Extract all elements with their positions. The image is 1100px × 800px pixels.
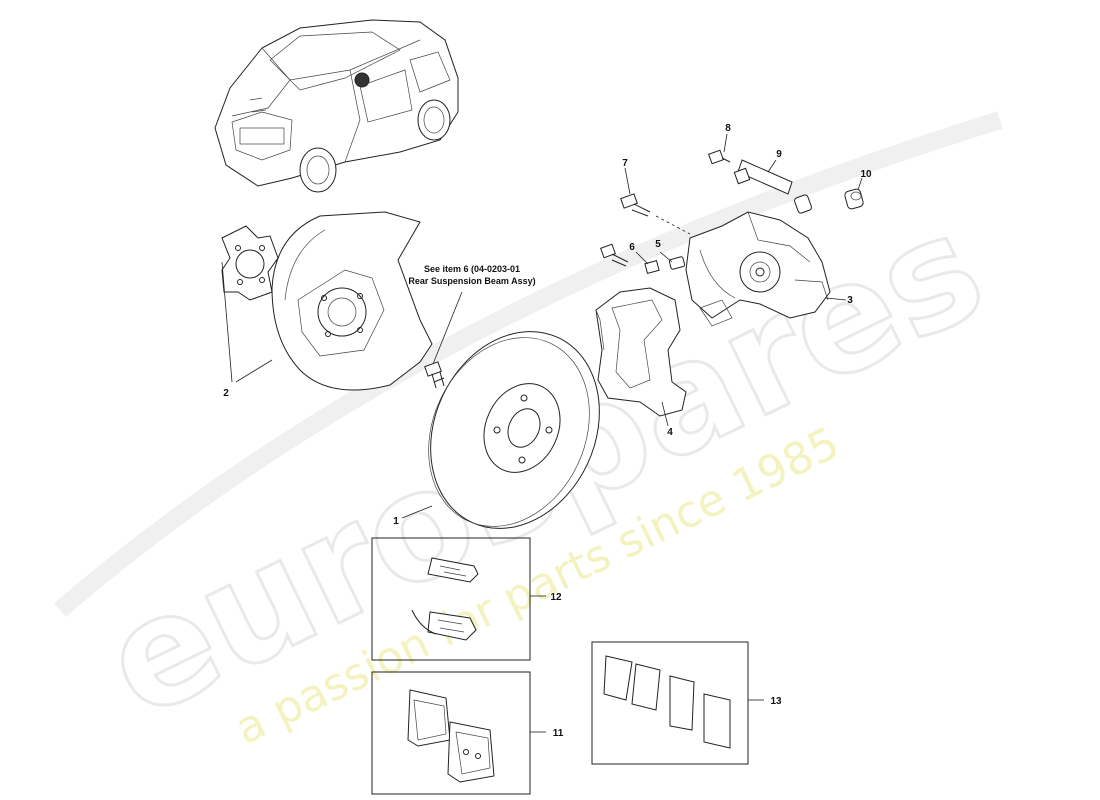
callout-10: 10 [860,169,872,180]
note-line-2: Rear Suspension Beam Assy) [408,276,535,286]
callout-7: 7 [622,158,628,169]
callout-9: 9 [776,149,782,160]
box-11-brake-pads [371,671,546,795]
part-2-backing-plate [221,211,433,391]
part-3-caliper [685,211,847,327]
callout-2: 2 [223,388,229,399]
mounting-bolt [424,291,463,389]
callout-1: 1 [393,516,399,527]
leaders-1-2 [221,261,433,519]
part-7-caliper-bolt [620,167,691,235]
part-5-bleed-cap [659,251,686,270]
box-12-clip-kit [371,537,546,661]
callout-13: 13 [770,696,782,707]
part-6-bolt [600,243,629,267]
car-illustration [214,19,459,193]
part-4-caliper-bracket [595,287,687,427]
callout-6: 6 [629,242,635,253]
part-10-bushing [844,177,864,210]
reference-note: See item 6 (04-0203-01 Rear Suspension B… [408,264,535,286]
callout-8: 8 [725,123,731,134]
box-13-shim-kit [591,641,764,765]
callout-11: 11 [553,728,564,739]
callout-12: 12 [550,592,562,603]
callout-labels: 1 2 3 4 5 6 7 8 9 10 11 12 13 [223,123,872,739]
part-6-bleed-screw [635,251,660,274]
callout-5: 5 [655,239,661,250]
part-9-guide-pin [733,159,812,214]
callout-4: 4 [667,427,673,438]
watermark-swoosh [54,111,1003,617]
note-line-1: See item 6 (04-0203-01 [424,264,520,274]
callout-3: 3 [847,295,853,306]
part-8-bolt [708,133,731,165]
part-1-brake-disc [428,331,600,529]
